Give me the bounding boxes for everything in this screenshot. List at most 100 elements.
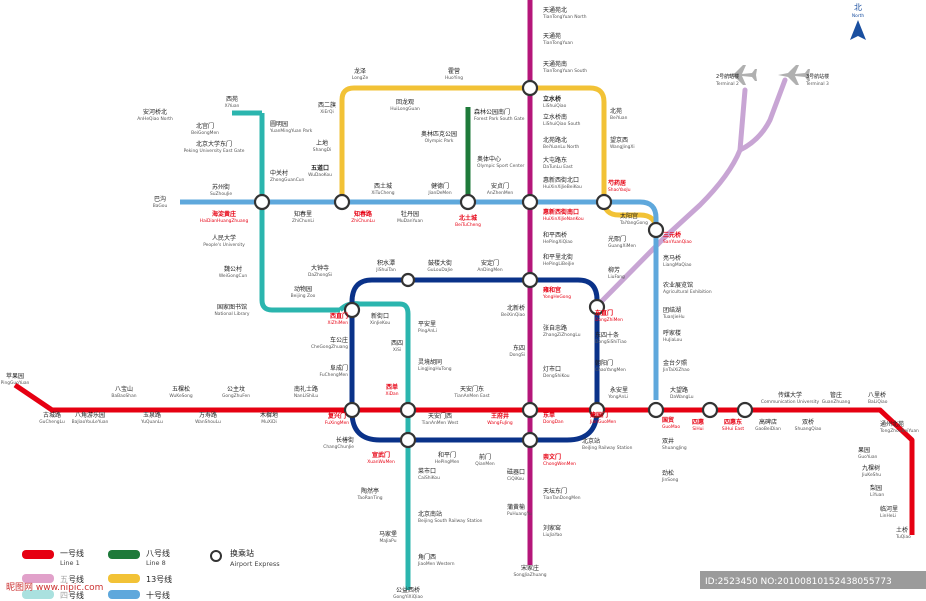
transfer-station[interactable] bbox=[521, 79, 539, 97]
transfer-station[interactable] bbox=[647, 401, 665, 419]
transfer-station[interactable] bbox=[521, 431, 539, 449]
transfer-station[interactable] bbox=[343, 401, 361, 419]
transfer-station[interactable] bbox=[521, 271, 539, 289]
transfer-station[interactable] bbox=[333, 193, 351, 211]
transfer-station[interactable] bbox=[399, 431, 417, 449]
transfer-station[interactable] bbox=[459, 193, 477, 211]
transfer-station[interactable] bbox=[521, 193, 539, 211]
transfer-station[interactable] bbox=[343, 301, 361, 319]
transfer-station[interactable] bbox=[399, 401, 417, 419]
transfer-station[interactable] bbox=[253, 193, 271, 211]
transfer-station[interactable] bbox=[647, 221, 665, 239]
transfer-station[interactable] bbox=[736, 401, 754, 419]
transfer-station[interactable] bbox=[400, 272, 416, 288]
transfer-station[interactable] bbox=[588, 298, 606, 316]
transfer-station[interactable] bbox=[521, 401, 539, 419]
